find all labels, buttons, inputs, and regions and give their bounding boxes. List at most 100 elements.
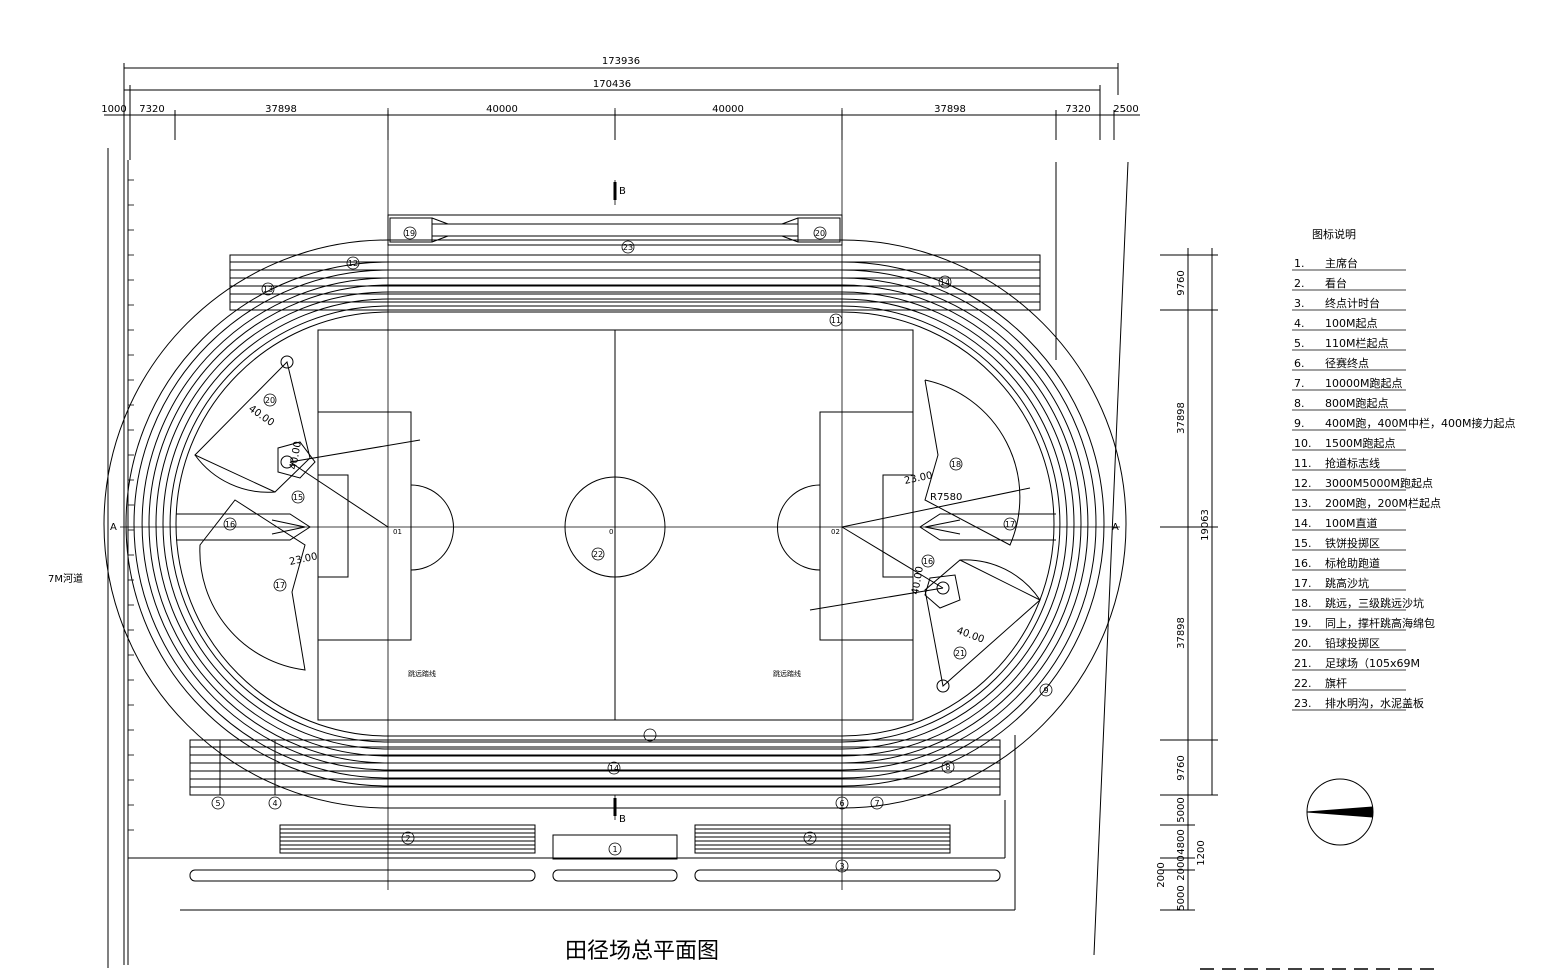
legend-text: 800M跑起点	[1325, 396, 1389, 410]
legend-text: 1500M跑起点	[1325, 436, 1396, 450]
section-mark: A	[1112, 522, 1119, 533]
marker: 2	[807, 834, 812, 843]
section-mark: A	[110, 522, 117, 533]
marker: 11	[831, 316, 841, 325]
straight-lanes-top	[229, 254, 1041, 311]
legend-num: 14.	[1294, 517, 1312, 530]
legend-num: 20.	[1294, 637, 1312, 650]
marker: 2	[405, 834, 410, 843]
dim-seg: 7320	[139, 104, 164, 115]
legend-text: 200M跑，200M栏起点	[1325, 496, 1441, 510]
marker: 16	[225, 520, 235, 529]
legend-num: 18.	[1294, 597, 1312, 610]
annot-40: 40.00	[288, 440, 304, 470]
legend-num: 10.	[1294, 437, 1312, 450]
stands	[189, 824, 1001, 882]
legend-text: 跳远，三级跳远沙坑	[1325, 596, 1424, 610]
axis-lines	[120, 108, 1120, 890]
legend-num: 13.	[1294, 497, 1312, 510]
marker: 17	[1005, 520, 1015, 529]
right-dimension-lines	[1160, 248, 1218, 911]
legend-text: 10000M跑起点	[1325, 376, 1402, 390]
legend-text: 100M直道	[1325, 516, 1378, 530]
dim-seg: 40000	[712, 104, 744, 115]
marker: 3	[839, 862, 844, 871]
legend-text: 终点计时台	[1325, 296, 1380, 310]
marker: 17	[275, 581, 285, 590]
axis-label: 0	[609, 528, 613, 536]
top-dimension-text: 173936 170436 1000 7320 37898 40000 4000…	[101, 56, 1138, 115]
straight-lanes-bottom	[189, 739, 1001, 796]
legend-text: 400M跑，400M中栏，400M接力起点	[1325, 416, 1515, 430]
legend-text: 主席台	[1325, 256, 1358, 270]
legend-text: 110M栏起点	[1325, 336, 1389, 350]
right-field-events	[809, 379, 1056, 693]
field-annotations: 40.00 40.00 23.00 23.00 40.00 40.00 R758…	[246, 403, 985, 645]
section-labels: A A B B 01 0 02 跳远踏线 跳远踏线	[110, 186, 1119, 825]
right-dimension-text: 9760 37898 19063 37898 9760 5000 4800 12…	[1156, 270, 1211, 910]
legend-text: 看台	[1325, 276, 1347, 290]
marker: 18	[951, 460, 961, 469]
legend-num: 4.	[1294, 317, 1305, 330]
legend-num: 17.	[1294, 577, 1312, 590]
legend-text: 100M起点	[1325, 317, 1378, 330]
marker: 22	[593, 550, 603, 559]
dim-overall-outer: 173936	[602, 56, 640, 67]
marker: 21	[955, 649, 965, 658]
item-markers: 1 2 2 3 4 5 6 7 8 9 11 12 13 14 14 15 16…	[211, 226, 1053, 873]
annot-40: 40.00	[955, 625, 986, 645]
marker: 13	[263, 285, 273, 294]
annot-40: 40.00	[910, 565, 926, 595]
legend-num: 11.	[1294, 457, 1312, 470]
site-boundary	[107, 148, 1129, 968]
legend-num: 12.	[1294, 477, 1312, 490]
marker: 7	[874, 799, 879, 808]
annot-radius: R7580	[930, 492, 962, 503]
legend-num: 5.	[1294, 337, 1305, 350]
football-pitch	[317, 329, 914, 721]
marker: 14	[940, 278, 950, 287]
dim-seg: 7320	[1065, 104, 1090, 115]
dim-seg: 40000	[486, 104, 518, 115]
marker: 1	[612, 845, 617, 854]
marker: 16	[923, 557, 933, 566]
legend-text: 铁饼投掷区	[1325, 536, 1380, 550]
legend-text: 同上，撑杆跳高海绵包	[1325, 616, 1435, 630]
marker: 20	[265, 396, 275, 405]
marker: 5	[215, 799, 220, 808]
dim-right: 19063	[1200, 509, 1211, 541]
legend-num: 8.	[1294, 397, 1305, 410]
annot-23: 23.00	[288, 551, 318, 568]
legend-num: 22.	[1294, 677, 1312, 690]
legend-num: 16.	[1294, 557, 1312, 570]
marker: 12	[348, 259, 358, 268]
legend-text: 铅球投掷区	[1325, 636, 1380, 650]
axis-label: 02	[831, 528, 840, 536]
marker: 20	[815, 229, 825, 238]
legend-text: 抢道标志线	[1325, 456, 1380, 470]
left-field-events	[176, 355, 421, 671]
dim-right: 9760	[1176, 270, 1187, 295]
marker: 23	[623, 243, 633, 252]
dim-right: 9760	[1176, 755, 1187, 780]
section-mark: B	[619, 186, 626, 197]
legend-num: 23.	[1294, 697, 1312, 710]
dim-right: 2000	[1176, 855, 1187, 880]
dim-right: 5000	[1176, 797, 1187, 822]
dim-seg: 37898	[934, 104, 966, 115]
legend-num: 19.	[1294, 617, 1312, 630]
dim-overall-inner: 170436	[593, 79, 631, 90]
north-arrow-icon	[1306, 778, 1374, 846]
section-mark: B	[619, 814, 626, 825]
dim-right: 4800	[1176, 829, 1187, 854]
river-ticks	[128, 179, 134, 831]
dim-right: 5000	[1176, 885, 1187, 910]
legend-rules	[1292, 269, 1406, 711]
legend-text: 径赛终点	[1325, 356, 1369, 370]
legend-num: 2.	[1294, 277, 1305, 290]
marker: 8	[945, 763, 950, 772]
legend-num: 3.	[1294, 297, 1305, 310]
marker: 9	[1043, 686, 1048, 695]
dim-right: 2000	[1156, 862, 1167, 887]
